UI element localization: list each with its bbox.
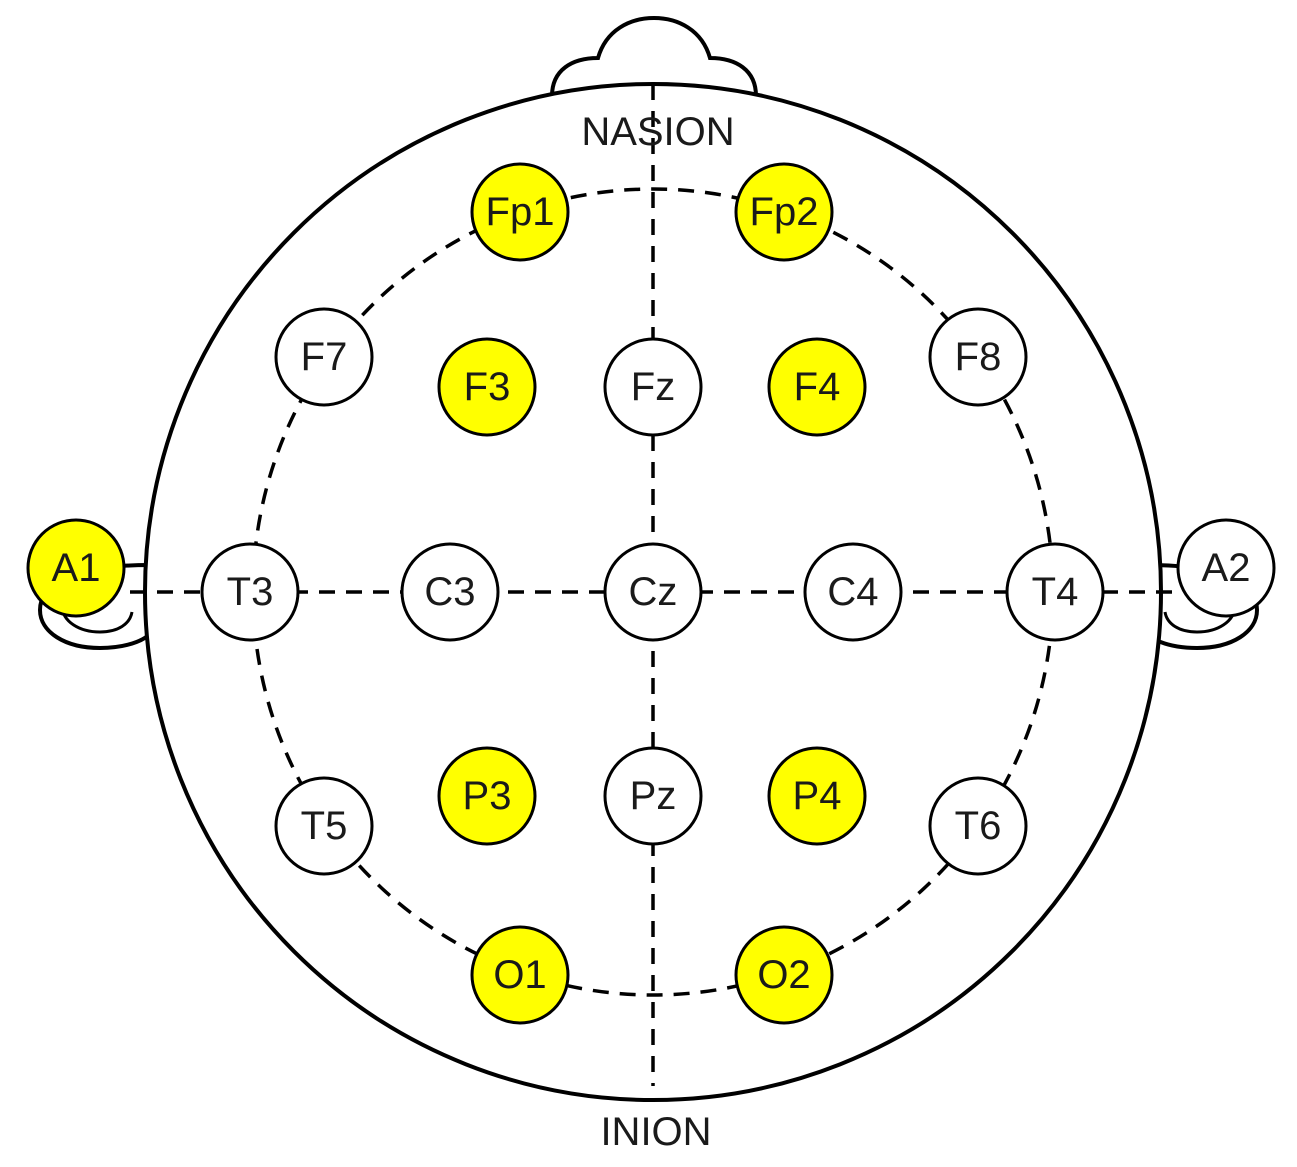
electrode-A1: A1 <box>26 518 126 618</box>
electrode-label: Cz <box>629 570 678 614</box>
electrode-circle <box>928 307 1028 407</box>
nasion-label: NASION <box>581 110 734 154</box>
electrode-label: F8 <box>955 335 1002 379</box>
electrode-circle <box>803 542 903 642</box>
electrode-Fz: Fz <box>603 337 703 437</box>
electrode-label: T6 <box>955 804 1002 848</box>
electrode-A2: A2 <box>1176 518 1276 618</box>
electrode-O2: O2 <box>734 925 834 1025</box>
electrode-label: F7 <box>301 335 348 379</box>
right-ear-inner <box>1163 604 1237 634</box>
electrode-label: P3 <box>463 774 512 818</box>
electrode-T3: T3 <box>200 542 300 642</box>
electrode-Pz: Pz <box>603 746 703 846</box>
electrode-circle <box>26 518 126 618</box>
electrode-Cz: Cz <box>603 542 703 642</box>
electrode-O1: O1 <box>470 925 570 1025</box>
electrode-T6: T6 <box>928 776 1028 876</box>
electrode-circle <box>767 746 867 846</box>
electrode-label: P4 <box>793 774 842 818</box>
electrode-circle <box>437 337 537 437</box>
electrode-circle <box>437 746 537 846</box>
electrode-label: T5 <box>301 804 348 848</box>
electrode-circle <box>1176 518 1276 618</box>
electrode-label: F3 <box>464 365 511 409</box>
electrode-F4: F4 <box>767 337 867 437</box>
electrode-circle <box>603 746 703 846</box>
electrode-circle <box>767 337 867 437</box>
electrode-circle <box>274 776 374 876</box>
electrode-T5: T5 <box>274 776 374 876</box>
electrode-label: A1 <box>52 546 101 590</box>
electrode-label: T4 <box>1032 570 1079 614</box>
electrode-circle <box>734 162 834 262</box>
electrode-circle <box>400 542 500 642</box>
electrode-C3: C3 <box>400 542 500 642</box>
nose-shape <box>549 15 759 98</box>
electrode-label: A2 <box>1202 546 1251 590</box>
electrode-C4: C4 <box>803 542 903 642</box>
electrode-label: O2 <box>757 953 810 997</box>
electrode-label: F4 <box>794 365 841 409</box>
electrode-Fp1: Fp1 <box>470 162 570 262</box>
electrode-label: Fp1 <box>486 190 555 234</box>
electrode-circle <box>470 162 570 262</box>
electrode-label: Fz <box>631 365 675 409</box>
electrode-Fp2: Fp2 <box>734 162 834 262</box>
electrode-circle <box>928 776 1028 876</box>
left-ear-inner <box>60 604 134 634</box>
electrode-label: C4 <box>827 570 878 614</box>
electrode-circle <box>603 542 703 642</box>
electrode-circle <box>734 925 834 1025</box>
electrode-circle <box>470 925 570 1025</box>
electrode-label: C3 <box>424 570 475 614</box>
electrode-circle <box>603 337 703 437</box>
electrode-T4: T4 <box>1005 542 1105 642</box>
electrode-circle <box>200 542 300 642</box>
electrode-label: Pz <box>630 774 677 818</box>
electrode-label: T3 <box>227 570 274 614</box>
inion-label: INION <box>600 1110 711 1154</box>
electrode-F7: F7 <box>274 307 374 407</box>
electrode-P4: P4 <box>767 746 867 846</box>
electrode-P3: P3 <box>437 746 537 846</box>
electrode-label: O1 <box>493 953 546 997</box>
electrode-circle <box>1005 542 1105 642</box>
electrode-circle <box>274 307 374 407</box>
electrode-label: Fp2 <box>750 190 819 234</box>
electrode-F8: F8 <box>928 307 1028 407</box>
electrode-F3: F3 <box>437 337 537 437</box>
